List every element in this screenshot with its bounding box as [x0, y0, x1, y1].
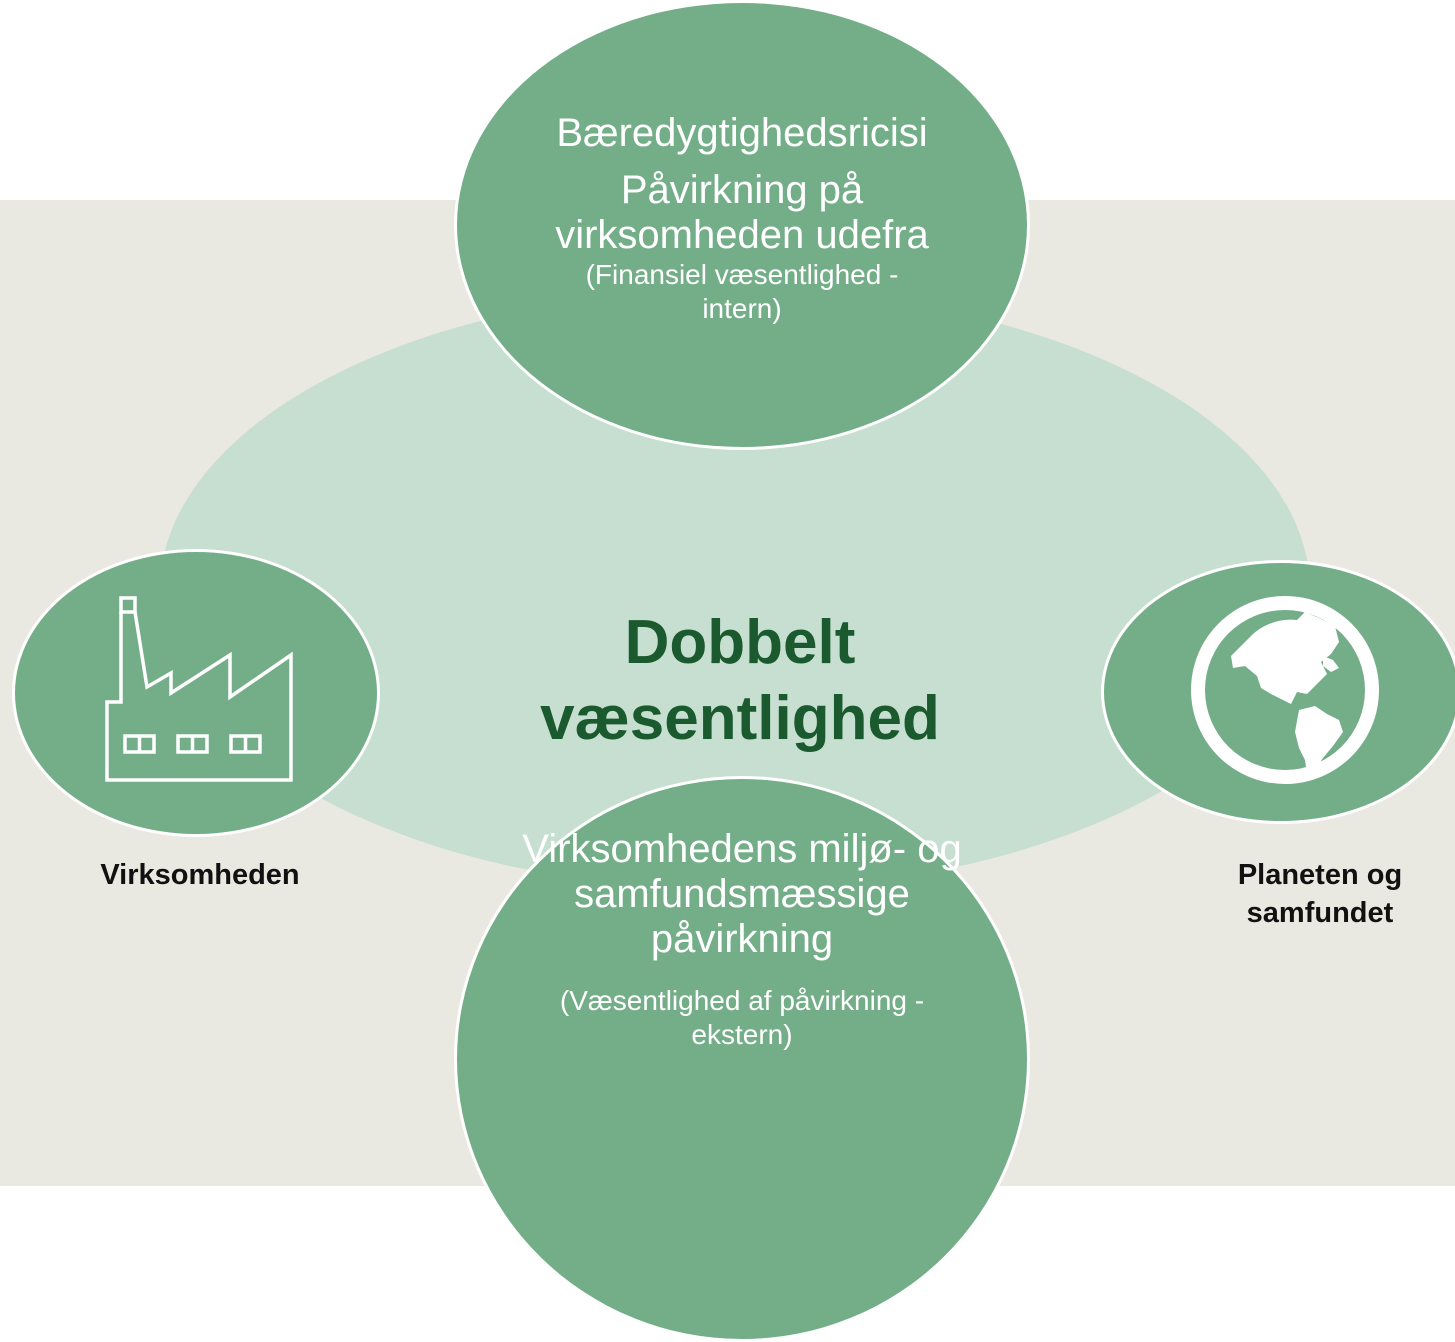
- right-label: Planeten og samfundet: [1170, 856, 1455, 932]
- factory-icon: [105, 596, 293, 782]
- globe-icon: [1191, 596, 1379, 784]
- diagram-title: Dobbelt væsentlighed: [470, 605, 1010, 757]
- top-circle-subtitle: Påvirkning på virksomheden udefra: [555, 168, 929, 257]
- right-circle: [1101, 560, 1455, 824]
- diagram-title-line-1: Dobbelt: [624, 608, 856, 677]
- top-circle-note: (Finansiel væsentlighed - intern): [585, 259, 899, 324]
- top-circle: Bæredygtighedsricisi Påvirkning på virks…: [454, 0, 1030, 450]
- left-label: Virksomheden: [100, 859, 300, 891]
- right-label-text: Planeten og samfundet: [1237, 859, 1403, 929]
- diagram-title-line-2: væsentlighed: [540, 684, 940, 753]
- bottom-circle-note: (Væsentlighed af påvirkning - ekstern): [559, 985, 925, 1050]
- bottom-circle: Virksomhedens miljø- og samfundsmæssige …: [454, 776, 1030, 1342]
- left-circle: [12, 549, 380, 837]
- top-circle-title: Bæredygtighedsricisi: [556, 111, 928, 155]
- bottom-circle-title: Virksomhedens miljø- og samfundsmæssige …: [522, 827, 962, 961]
